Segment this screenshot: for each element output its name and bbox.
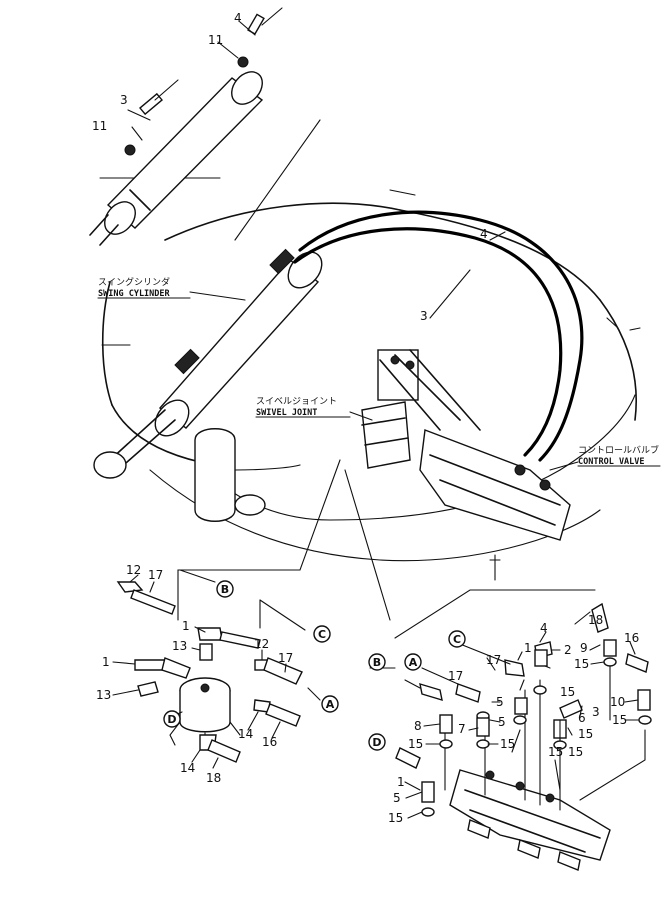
connector-b-right: B xyxy=(368,653,386,671)
callout-17-right-b: 17 xyxy=(486,653,501,667)
callout-15-right-b: 15 xyxy=(560,685,575,699)
callout-11-mid: 11 xyxy=(92,119,107,133)
callout-5-right-a: 5 xyxy=(496,695,504,709)
callout-4-hose: 4 xyxy=(480,227,488,241)
callout-16-left: 16 xyxy=(262,735,277,749)
svg-text:スイングシリンダ: スイングシリンダ xyxy=(98,276,170,288)
connector-b-left: B xyxy=(216,580,234,598)
callout-12-left: 12 xyxy=(126,563,141,577)
callout-15-right-f: 15 xyxy=(612,713,627,727)
svg-text:SWIVEL JOINT: SWIVEL JOINT xyxy=(256,408,317,418)
callout-5-right-b: 5 xyxy=(498,715,506,729)
callout-1-right: 1 xyxy=(397,775,405,789)
connector-c-right: C xyxy=(448,630,466,648)
callout-2-right: 2 xyxy=(564,643,572,657)
callout-5-right-c: 5 xyxy=(393,791,401,805)
swing-cylinder-label: スイングシリンダ SWING CYLINDER xyxy=(97,276,191,299)
svg-text:CONTROL VALVE: CONTROL VALVE xyxy=(578,457,645,467)
callout-7-right: 7 xyxy=(458,722,466,736)
callout-15-right-a: 15 xyxy=(574,657,589,671)
callout-15-right-d: 15 xyxy=(500,737,515,751)
callout-3-hose: 3 xyxy=(420,309,428,323)
callout-14-mid-left: 14 xyxy=(238,727,253,741)
callout-15-right-e: 15 xyxy=(578,727,593,741)
control-valve-detail xyxy=(369,602,652,871)
callout-1-left: 1 xyxy=(102,655,110,669)
svg-text:SWING CYLINDER: SWING CYLINDER xyxy=(98,289,171,299)
callout-4-top: 4 xyxy=(234,11,242,25)
callout-3-right: 3 xyxy=(592,705,600,719)
callout-17-right-a: 17 xyxy=(448,669,463,683)
swivel-joint-label: スイベルジョイント SWIVEL JOINT xyxy=(255,397,351,418)
callout-11-top: 11 xyxy=(208,33,223,47)
callout-10-right: 10 xyxy=(610,695,625,709)
callout-17-left: 17 xyxy=(148,568,163,582)
callout-6-right: 6 xyxy=(578,711,586,725)
svg-text:スイベルジョイント: スイベルジョイント xyxy=(256,397,337,407)
callout-13-upper-left: 13 xyxy=(172,639,187,653)
callout-12-mid-left: 12 xyxy=(254,637,269,651)
svg-text:D: D xyxy=(167,713,176,726)
svg-text:コントロールバルブ: コントロールバルブ xyxy=(578,444,659,456)
svg-text:B: B xyxy=(221,583,229,596)
svg-text:C: C xyxy=(453,633,461,646)
svg-text:C: C xyxy=(318,628,326,641)
callout-15-right-h: 15 xyxy=(568,745,583,759)
callout-9-right: 9 xyxy=(580,641,588,655)
callout-1-top-right: 1 xyxy=(524,641,532,655)
callout-13-left: 13 xyxy=(96,688,111,702)
callout-14-bottom-left: 14 xyxy=(180,761,195,775)
connector-a-right: A xyxy=(404,653,422,671)
callout-18-right: 18 xyxy=(588,613,603,627)
swing-cylinder-detail xyxy=(89,7,283,246)
leader-lines xyxy=(127,21,579,471)
callout-15-right-i: 15 xyxy=(388,811,403,825)
control-valve xyxy=(377,349,571,541)
svg-text:B: B xyxy=(373,656,381,669)
callout-18-left: 18 xyxy=(206,771,221,785)
callout-16-right: 16 xyxy=(624,631,639,645)
connector-d-right: D xyxy=(368,733,386,751)
connector-a-left: A xyxy=(321,695,339,713)
hoses xyxy=(293,210,584,462)
connector-d-left: D xyxy=(163,710,181,728)
callout-4-right: 4 xyxy=(540,621,548,635)
svg-text:D: D xyxy=(372,736,381,749)
control-valve-label: コントロールバルブ CONTROL VALVE xyxy=(577,444,661,467)
callout-1-upper-left: 1 xyxy=(182,619,190,633)
callout-15-right-c: 15 xyxy=(408,737,423,751)
connector-c-left: C xyxy=(313,625,331,643)
detail-brackets xyxy=(177,459,596,639)
callout-8-right: 8 xyxy=(414,719,422,733)
callout-15-right-g: 15 xyxy=(548,745,563,759)
svg-text:A: A xyxy=(326,698,335,711)
swivel-joint xyxy=(194,401,411,522)
callout-3-top: 3 xyxy=(120,93,128,107)
swivel-detail xyxy=(112,569,321,769)
callout-17-mid-left: 17 xyxy=(278,651,293,665)
swing-cylinder xyxy=(93,248,323,479)
svg-text:A: A xyxy=(409,656,418,669)
